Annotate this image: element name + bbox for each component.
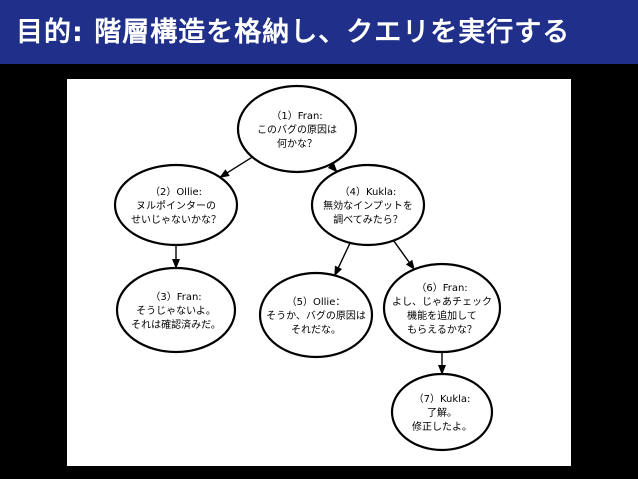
title-bar: 目的: 階層構造を格納し、クエリを実行する [0,0,638,64]
arrow-1-to-2 [219,156,253,178]
node-3-text-line-2: そうじゃないよ。 [136,305,216,317]
arrow-4-to-6 [392,240,415,271]
node-7-ellipse [390,372,494,452]
node-5-text-line-1: （5）Ollie： [287,296,346,308]
edges-layer [172,156,446,375]
node-6-text-line-3: 機能を追加して [407,309,477,322]
node-3-text-line-1: （3）Fran: [150,291,201,303]
node-7-text-line-3: 修正したよ。 [412,420,472,433]
node-6-ellipse [382,262,502,354]
node-3-text-line-3: それは確認済みだ。 [131,318,221,331]
node-1-ellipse [236,84,358,174]
node-4-text-line-2: 無効なインプットを [323,199,413,212]
node-2-text-line-3: せいじゃないかな？ [131,214,221,226]
node-1-text-line-1: （1）Fran: [271,110,322,122]
node-2-text-line-1: （2）Ollie: [150,186,202,198]
node-1-text-line-2: このバグの原因は [257,123,337,136]
node-5-ellipse [258,271,374,359]
node-5-text-line-2: そうか、バグの原因は [266,309,366,322]
node-1-text-line-3: 何かな？ [277,137,317,150]
arrow-4-to-5 [334,242,351,277]
node-4-text-line-1: （4）Kukla: [340,186,397,198]
node-4-text-line-3: 調べてみたら？ [333,213,403,226]
node-3: （3）Fran: そうじゃないよ。それは確認済みだ。 [115,266,237,354]
node-6-text-line-4: もらえるかな？ [407,324,477,336]
node-6-text-line-2: よし、じゃあチェック [392,296,492,308]
node-7-text-line-1: （7）Kukla: [414,393,471,405]
diagram-panel: （1）Fran:このバグの原因は何かな？ （2）Ollie: ヌルポインターのせいじ… [67,79,571,466]
node-2-ellipse [113,163,239,247]
node-2-text-line-2: ヌルポインターの [136,200,216,212]
node-5-text-line-3: それだな。 [291,324,341,336]
slide-title: 目的: 階層構造を格納し、クエリを実行する [16,17,571,48]
node-7-text-line-2: 了解。 [427,406,457,419]
arrow-1-to-4 [327,162,338,173]
node-3-ellipse [115,266,237,354]
node-7: （7）Kukla:了解。修正したよ。 [390,372,494,452]
node-6-text-line-1: （6）Fran: [416,282,467,294]
node-4-ellipse [310,163,426,247]
